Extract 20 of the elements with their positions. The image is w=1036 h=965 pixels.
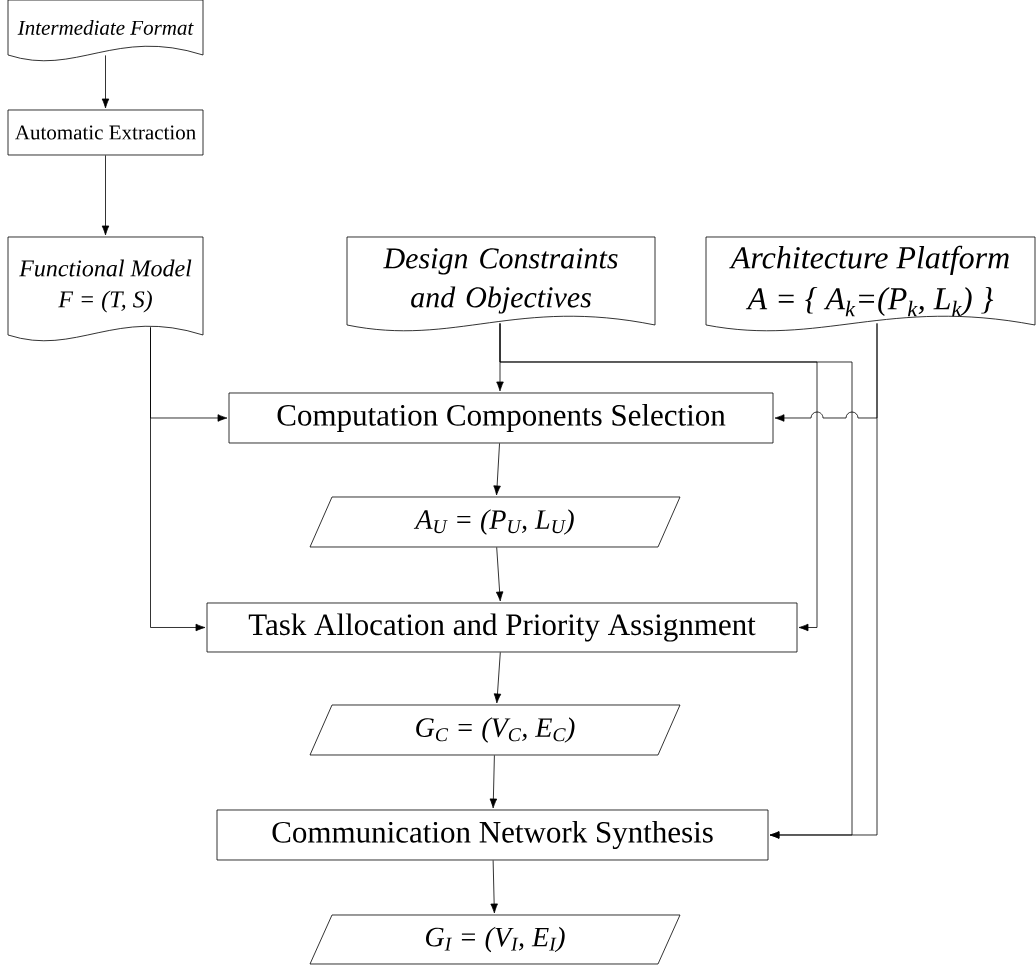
arrow xyxy=(769,323,878,839)
process-box: Task Allocation and Priority Assignment xyxy=(206,602,798,653)
data-parallelogram: A$_{U}$ = (P$_{U}$, L$_{U}$) xyxy=(309,496,681,548)
process-box: Computation Components Selection xyxy=(228,392,774,444)
arrow xyxy=(101,155,110,236)
arrow xyxy=(493,443,501,496)
document-shape: Architecture Platform A = { A$_{k}$=(P$_{k}$, L$_{k}$) } xyxy=(705,236,1036,332)
document-shape: Intermediate Format xyxy=(7,0,204,62)
arrow xyxy=(495,547,504,602)
arrow xyxy=(490,860,498,914)
arrow xyxy=(101,55,110,109)
process-box: Communication Network Synthesis xyxy=(216,809,769,861)
arrow xyxy=(493,652,502,704)
data-parallelogram: G$_{C}$ = (V$_{C}$, E$_{C}$) xyxy=(309,704,681,756)
document-shape: Design Constraints and Objectives xyxy=(346,236,656,332)
data-parallelogram: G$_{I}$ = (V$_{I}$, E$_{I}$) xyxy=(309,914,681,965)
document-shape: Functional Model F = (T, S) xyxy=(7,236,204,342)
arrow xyxy=(150,327,206,632)
process-box: Automatic Extraction xyxy=(7,109,204,156)
arrow xyxy=(489,755,498,809)
